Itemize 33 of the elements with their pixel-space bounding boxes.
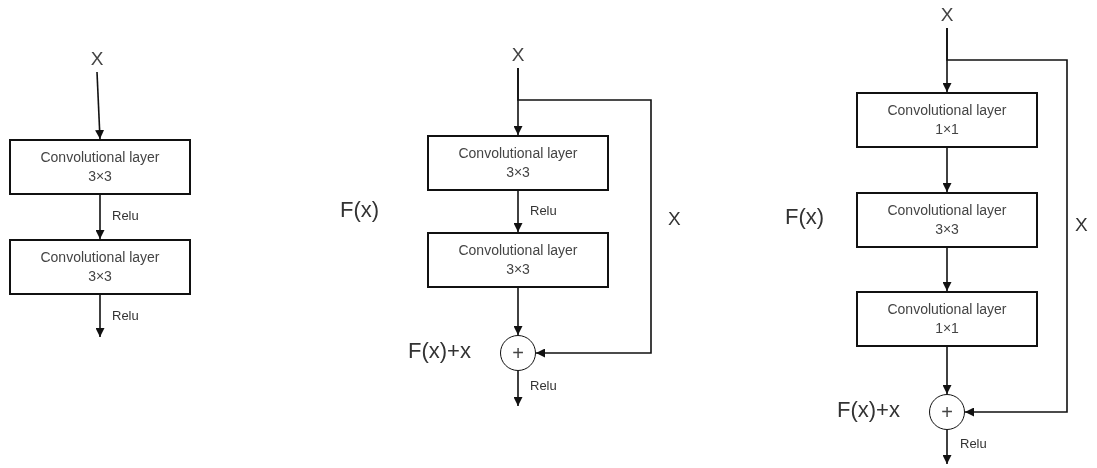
block-label: F(x) bbox=[340, 197, 380, 223]
block-label: F(x) bbox=[785, 204, 825, 230]
input-label: X bbox=[85, 46, 109, 72]
edge-label: Relu bbox=[530, 378, 557, 393]
process-box: Convolutional layer 1×1 bbox=[856, 92, 1038, 148]
edge-label: Relu bbox=[112, 208, 139, 223]
arrow bbox=[942, 346, 952, 395]
sum-circle: + bbox=[500, 335, 536, 371]
arrow bbox=[95, 71, 105, 140]
process-box: Convolutional layer 3×3 bbox=[427, 232, 609, 288]
arrow bbox=[513, 287, 523, 336]
input-label: X bbox=[506, 42, 530, 68]
input-label: X bbox=[935, 2, 959, 28]
process-box: Convolutional layer 3×3 bbox=[427, 135, 609, 191]
edge-label: Relu bbox=[530, 203, 557, 218]
arrow bbox=[513, 190, 523, 233]
arrow bbox=[517, 67, 652, 358]
arrow bbox=[95, 194, 105, 240]
process-box: Convolutional layer 3×3 bbox=[856, 192, 1038, 248]
arrow bbox=[95, 294, 105, 338]
arrow bbox=[942, 147, 952, 193]
sum-circle: + bbox=[929, 394, 965, 430]
edge-label: Relu bbox=[960, 436, 987, 451]
process-box: Convolutional layer 3×3 bbox=[9, 139, 191, 195]
arrow bbox=[513, 370, 523, 407]
sum-label: F(x)+x bbox=[837, 397, 900, 423]
arrow bbox=[946, 27, 1068, 417]
arrow bbox=[942, 247, 952, 292]
process-box: Convolutional layer 3×3 bbox=[9, 239, 191, 295]
process-box: Convolutional layer 1×1 bbox=[856, 291, 1038, 347]
arrow bbox=[942, 429, 952, 465]
edge-label: Relu bbox=[112, 308, 139, 323]
sum-label: F(x)+x bbox=[408, 338, 471, 364]
